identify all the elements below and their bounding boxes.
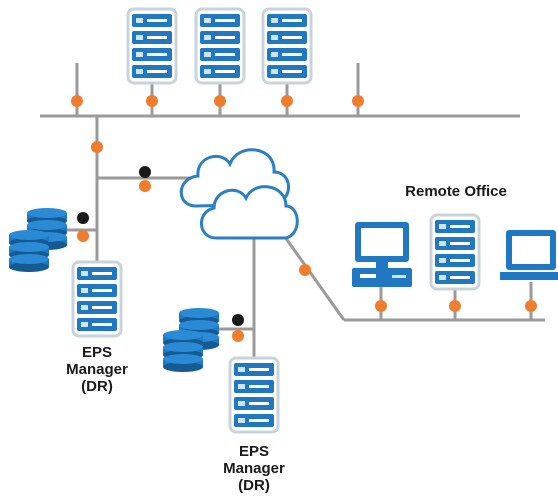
server-icon bbox=[194, 7, 246, 85]
connection-node bbox=[281, 95, 293, 107]
server-icon bbox=[429, 213, 481, 291]
eps-manager-center-label: EPS Manager (DR) bbox=[223, 443, 285, 494]
connection-node bbox=[91, 141, 103, 153]
connection-node bbox=[525, 300, 537, 312]
connection-nodes bbox=[71, 95, 537, 342]
remote-office-label: Remote Office bbox=[405, 183, 507, 200]
connection-node bbox=[352, 95, 364, 107]
connection-node bbox=[449, 300, 461, 312]
eps-center-line2: Manager bbox=[223, 460, 285, 477]
server-icon bbox=[126, 7, 178, 85]
eps-left-line1: EPS bbox=[82, 344, 112, 361]
cloud-icon bbox=[179, 148, 299, 240]
connection-node bbox=[375, 300, 387, 312]
connection-node bbox=[232, 330, 244, 342]
connection-node bbox=[214, 95, 226, 107]
server-icon bbox=[228, 356, 280, 434]
eps-center-line1: EPS bbox=[239, 443, 269, 460]
connection-node bbox=[299, 264, 311, 276]
eps-left-line2: Manager bbox=[66, 361, 128, 378]
connection-node-black bbox=[77, 212, 89, 224]
connection-node-black bbox=[139, 166, 151, 178]
eps-manager-left-label: EPS Manager (DR) bbox=[66, 344, 128, 395]
server-icon bbox=[71, 260, 123, 338]
laptop-icon bbox=[500, 230, 558, 280]
database-icon bbox=[9, 230, 49, 272]
connection-node bbox=[71, 95, 83, 107]
server-icon bbox=[261, 7, 313, 85]
connection-node bbox=[139, 180, 151, 192]
eps-left-line3: (DR) bbox=[81, 378, 113, 395]
connection-node bbox=[77, 230, 89, 242]
connection-node-black bbox=[232, 314, 244, 326]
database-icon bbox=[163, 330, 203, 372]
connection-node bbox=[146, 95, 158, 107]
desktop-computer-icon bbox=[352, 222, 412, 287]
eps-center-line3: (DR) bbox=[238, 477, 270, 494]
